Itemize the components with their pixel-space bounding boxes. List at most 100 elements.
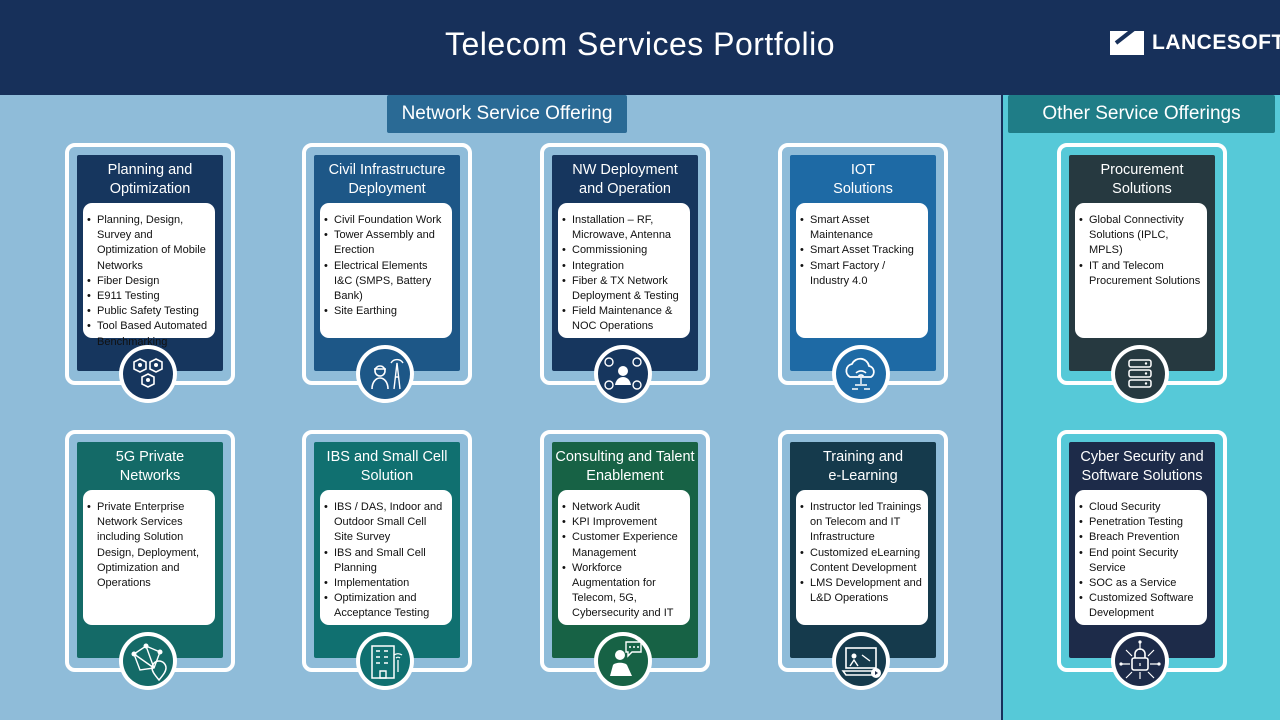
service-item: Instructor led Trainings on Telecom and … [800, 500, 924, 546]
engineer-tower-icon-glyph [371, 358, 404, 390]
service-item: Public Safety Testing [87, 304, 211, 319]
card-title: Cyber Security and Software Solutions [1080, 449, 1204, 484]
service-item: IBS / DAS, Indoor and Outdoor Small Cell… [324, 500, 448, 546]
service-item: Network Audit [562, 500, 686, 515]
card-title: Civil Infrastructure Deployment [328, 162, 446, 197]
service-item: Installation – RF, Microwave, Antenna [562, 213, 686, 243]
service-item: Customized eLearning Content Development [800, 546, 924, 576]
card-body: Network AuditKPI ImprovementCustomer Exp… [558, 490, 690, 625]
service-item: IT and Telecom Procurement Solutions [1079, 259, 1203, 289]
card-title: IOT Solutions [833, 162, 893, 197]
service-item: Smart Asset Maintenance [800, 213, 924, 243]
card-title: IBS and Small Cell Solution [326, 449, 448, 484]
service-item: E911 Testing [87, 289, 211, 304]
card-body: Civil Foundation WorkTower Assembly and … [320, 203, 452, 338]
service-list: Installation – RF, Microwave, AntennaCom… [558, 203, 690, 335]
service-item: Cloud Security [1079, 500, 1203, 515]
page-title: Telecom Services Portfolio [444, 26, 836, 62]
icon-disc [360, 349, 410, 399]
service-item: Implementation [324, 576, 448, 591]
service-item: Electrical Elements I&C (SMPS, Battery B… [324, 259, 448, 305]
service-list: Instructor led Trainings on Telecom and … [796, 490, 928, 606]
service-item: Penetration Testing [1079, 515, 1203, 530]
service-item: Integration [562, 259, 686, 274]
card-body: Private Enterprise Network Services incl… [83, 490, 215, 625]
building-antenna-icon [356, 632, 414, 690]
service-list: Network AuditKPI ImprovementCustomer Exp… [558, 490, 690, 622]
building-antenna-icon-glyph [371, 645, 403, 679]
service-item: Fiber & TX Network Deployment & Testing [562, 274, 686, 304]
service-item: Smart Asset Tracking [800, 243, 924, 258]
service-item: Fiber Design [87, 274, 211, 289]
service-list: Smart Asset MaintenanceSmart Asset Track… [796, 203, 928, 289]
service-item: Global Connectivity Solutions (IPLC, MPL… [1079, 213, 1203, 259]
service-item: Private Enterprise Network Services incl… [87, 500, 211, 591]
circuit-lock-icon-glyph [1119, 640, 1161, 679]
service-list: Cloud SecurityPenetration TestingBreach … [1075, 490, 1207, 622]
service-item: Commissioning [562, 243, 686, 258]
card-body: Smart Asset MaintenanceSmart Asset Track… [796, 203, 928, 338]
company-logo: LANCESOFT [1110, 30, 1280, 56]
network-service-offering-label: Network Service Offering [387, 95, 627, 133]
service-item: Workforce Augmentation for Telecom, 5G, … [562, 561, 686, 622]
consultant-chat-icon-glyph [610, 641, 642, 676]
service-card-cyber-security: Cyber Security and Software SolutionsClo… [1057, 430, 1227, 690]
elearning-screen-icon-glyph [841, 647, 881, 678]
card-title: 5G Private Networks [115, 449, 185, 484]
service-item: Field Maintenance & NOC Operations [562, 304, 686, 334]
card-title: NW Deployment and Operation [572, 162, 678, 197]
service-item: Optimization and Acceptance Testing [324, 591, 448, 621]
icon-disc [836, 349, 886, 399]
service-list: Private Enterprise Network Services incl… [83, 490, 215, 591]
card-body: Installation – RF, Microwave, AntennaCom… [558, 203, 690, 338]
service-list: Global Connectivity Solutions (IPLC, MPL… [1075, 203, 1207, 289]
service-item: Smart Factory / Industry 4.0 [800, 259, 924, 289]
service-list: Planning, Design, Survey and Optimizatio… [83, 203, 215, 350]
header-bar [0, 0, 1280, 95]
operator-hub-icon [594, 345, 652, 403]
card-title: Consulting and Talent Enablement [555, 449, 695, 484]
service-card-procurement-solutions: Procurement SolutionsGlobal Connectivity… [1057, 143, 1227, 403]
consultant-chat-icon [594, 632, 652, 690]
service-card-training-elearning: Training and e-LearningInstructor led Tr… [778, 430, 948, 690]
engineer-tower-icon [356, 345, 414, 403]
service-list: Civil Foundation WorkTower Assembly and … [320, 203, 452, 320]
server-stack-icon [1111, 345, 1169, 403]
network-location-icon-glyph [131, 643, 167, 682]
other-service-offerings-label: Other Service Offerings [1008, 95, 1275, 133]
service-item: Customer Experience Management [562, 530, 686, 560]
network-location-icon [119, 632, 177, 690]
card-body: Global Connectivity Solutions (IPLC, MPL… [1075, 203, 1207, 338]
service-card-iot-solutions: IOT SolutionsSmart Asset MaintenanceSmar… [778, 143, 948, 403]
hexagon-network-icon-glyph [133, 358, 163, 388]
service-card-consulting-talent: Consulting and Talent EnablementNetwork … [540, 430, 710, 690]
card-title: Planning and Optimization [107, 162, 193, 197]
service-card-nw-deployment: NW Deployment and OperationInstallation … [540, 143, 710, 403]
service-item: Customized Software Development [1079, 591, 1203, 621]
service-item: End point Security Service [1079, 546, 1203, 576]
service-item: Tool Based Automated Benchmarking [87, 319, 211, 349]
service-card-planning-optimization: Planning and OptimizationPlanning, Desig… [65, 143, 235, 403]
service-list: IBS / DAS, Indoor and Outdoor Small Cell… [320, 490, 452, 622]
icon-disc [1115, 349, 1165, 399]
service-item: LMS Development and L&D Operations [800, 576, 924, 606]
card-body: IBS / DAS, Indoor and Outdoor Small Cell… [320, 490, 452, 625]
service-item: Planning, Design, Survey and Optimizatio… [87, 213, 211, 274]
card-body: Planning, Design, Survey and Optimizatio… [83, 203, 215, 348]
service-item: Tower Assembly and Erection [324, 228, 448, 258]
icon-disc [123, 636, 173, 686]
cloud-wifi-icon-glyph [845, 357, 875, 390]
service-item: Site Earthing [324, 304, 448, 319]
circuit-lock-icon [1111, 632, 1169, 690]
card-title: Training and e-Learning [822, 449, 904, 484]
server-stack-icon-glyph [1128, 359, 1152, 388]
service-card-5g-private-networks: 5G Private NetworksPrivate Enterprise Ne… [65, 430, 235, 690]
service-item: Civil Foundation Work [324, 213, 448, 228]
service-item: SOC as a Service [1079, 576, 1203, 591]
card-title: Procurement Solutions [1100, 162, 1184, 197]
card-body: Cloud SecurityPenetration TestingBreach … [1075, 490, 1207, 625]
hexagon-network-icon [119, 345, 177, 403]
operator-hub-icon-glyph [604, 357, 642, 390]
service-item: Breach Prevention [1079, 530, 1203, 545]
cloud-wifi-icon [832, 345, 890, 403]
